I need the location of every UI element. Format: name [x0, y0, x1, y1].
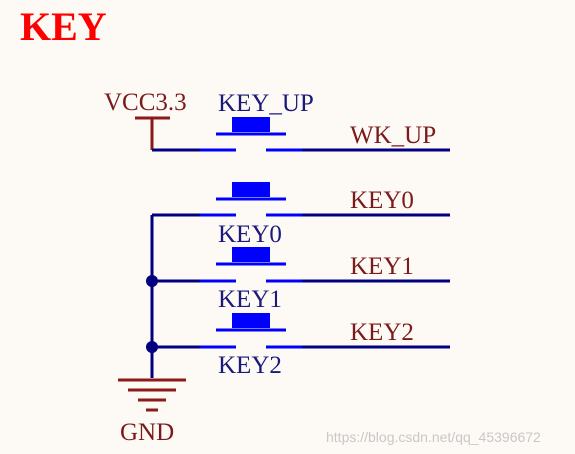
button-key-up-cap	[232, 117, 270, 132]
net-label-wk-up: WK_UP	[350, 122, 436, 149]
gnd-label: GND	[120, 419, 174, 446]
button-key2-cap	[232, 313, 270, 328]
junction-dot-key1	[146, 275, 158, 287]
button-key0: KEY0 KEY0	[152, 182, 450, 248]
junction-dot-key2	[146, 341, 158, 353]
button-key1: KEY1 KEY1	[152, 247, 450, 313]
button-key0-label: KEY0	[218, 221, 282, 248]
net-label-key1: KEY1	[350, 253, 414, 280]
diagram-title: KEY	[20, 4, 107, 49]
button-key1-label: KEY1	[218, 286, 282, 313]
net-label-key0: KEY0	[350, 187, 414, 214]
button-key0-cap	[232, 182, 270, 197]
vcc-power-symbol: VCC3.3	[104, 89, 187, 150]
button-key-up: KEY_UP WK_UP	[152, 90, 450, 152]
watermark-text: https://blog.csdn.net/qq_45396672	[326, 429, 541, 445]
button-key2-label: KEY2	[218, 352, 282, 379]
button-key2: KEY2 KEY2	[152, 313, 450, 379]
gnd-symbol: GND	[118, 378, 186, 446]
button-key1-cap	[232, 247, 270, 262]
vcc-label: VCC3.3	[104, 89, 187, 116]
net-label-key2: KEY2	[350, 319, 414, 346]
button-key-up-label: KEY_UP	[218, 90, 314, 117]
